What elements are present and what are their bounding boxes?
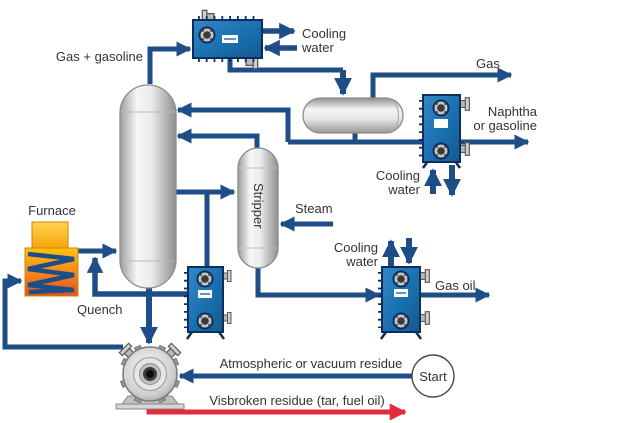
- fractionator-column: [119, 84, 177, 289]
- cooling-water-gasoil-label: Cooling water: [334, 240, 379, 269]
- quench-cooler: [184, 266, 232, 340]
- flange-port-icon: [432, 142, 450, 160]
- arrow-pump-to-furnace: [2, 273, 123, 350]
- flange-port-icon: [196, 312, 214, 330]
- cooling-water-right-label: Cooling water: [376, 168, 421, 197]
- furnace: [24, 221, 79, 297]
- svg-text:or gasoline: or gasoline: [473, 118, 537, 133]
- arrow-reflux: [176, 102, 291, 142]
- furnace-stack: [31, 221, 69, 250]
- flange-port-icon: [392, 312, 410, 330]
- flange-port-icon: [196, 270, 214, 288]
- naphtha-label: Naphtha or gasoline: [473, 104, 537, 133]
- svg-text:Cooling: Cooling: [334, 240, 378, 255]
- pump-baseplate: [115, 403, 185, 410]
- furnace-coil-icon: [27, 251, 75, 295]
- quench-label: Quench: [77, 302, 123, 317]
- arrow-stripper-overhead: [176, 128, 260, 149]
- svg-text:water: water: [301, 40, 334, 55]
- arrow-gas-out: [370, 67, 513, 98]
- line-gas-gasoline: [147, 41, 192, 84]
- naphtha-cooler: [419, 94, 470, 169]
- flange-port-icon: [198, 26, 216, 44]
- exchanger-nameplate: [434, 119, 448, 128]
- process-lines: [2, 22, 530, 384]
- svg-text:water: water: [345, 254, 378, 269]
- pump: [115, 342, 185, 410]
- gas-label: Gas: [476, 56, 500, 71]
- svg-text:Cooling: Cooling: [302, 26, 346, 41]
- cooling-water-top-label: Cooling water: [301, 26, 346, 55]
- svg-text:Naphtha: Naphtha: [488, 104, 538, 119]
- atmospheric-residue-label: Atmospheric or vacuum residue: [220, 356, 403, 371]
- stripper-vessel: Stripper: [237, 147, 279, 269]
- gas-gasoline-label: Gas + gasoline: [56, 49, 143, 64]
- stripper-label: Stripper: [251, 183, 266, 229]
- start-node: Start: [411, 354, 455, 398]
- svg-text:Cooling: Cooling: [376, 168, 420, 183]
- start-label: Start: [419, 369, 447, 384]
- flange-port-icon: [392, 270, 410, 288]
- gas-oil-cooler: [378, 266, 430, 340]
- gas-oil-label: Gas oil: [435, 278, 476, 293]
- overhead-condenser: [192, 9, 263, 70]
- furnace-label: Furnace: [28, 203, 76, 218]
- steam-label: Steam: [295, 201, 333, 216]
- visbroken-residue-label: Visbroken residue (tar, fuel oil): [209, 393, 384, 408]
- flange-port-icon: [432, 99, 450, 117]
- arrow-quench: [86, 256, 188, 297]
- separator-drum: [302, 97, 404, 134]
- svg-text:water: water: [387, 182, 420, 197]
